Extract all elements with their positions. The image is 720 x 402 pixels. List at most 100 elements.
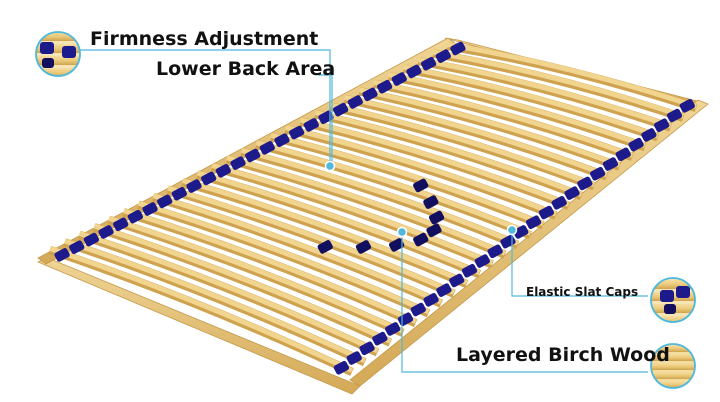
slat-highlight <box>447 42 697 109</box>
slat-highlight <box>432 49 685 119</box>
slat-cap-left <box>54 248 70 262</box>
slat-cap-left <box>347 95 363 109</box>
slat-cap-left <box>391 72 407 86</box>
detail-circle-firmness <box>35 31 81 77</box>
slat-cap-right <box>666 108 683 123</box>
slat <box>63 238 367 367</box>
label-lower-back-area: Lower Back Area <box>156 58 336 80</box>
slat-cap-right <box>410 302 426 317</box>
slat-cap-right <box>564 186 580 200</box>
slat-cap-left <box>157 194 173 209</box>
slat-cap-left <box>69 240 85 255</box>
firmness-adjust-cap <box>413 178 429 193</box>
slat-highlight <box>49 246 354 373</box>
firmness-adjust-cap <box>317 240 333 254</box>
slat-cap-right <box>333 360 350 375</box>
slat-cap-right <box>615 147 631 162</box>
slat-cap-right <box>589 166 606 181</box>
detail-circle-birch-wood <box>650 343 696 389</box>
slat-highlight <box>211 162 494 266</box>
slat-cap-left <box>201 171 217 186</box>
callout-line-elastic <box>511 230 648 297</box>
slat-cap-left <box>406 64 422 79</box>
slat-cap-right <box>525 215 542 230</box>
callout-dot-elastic <box>506 224 518 236</box>
slat-highlight <box>108 215 404 334</box>
slat-cap-left <box>171 186 188 201</box>
detail-circle-elastic-caps <box>650 277 696 323</box>
slat-highlight <box>93 223 392 344</box>
callout-line-firmness <box>80 49 331 165</box>
callout-line-birch <box>401 232 648 373</box>
slat-highlight <box>388 72 646 148</box>
firmness-adjust-cap <box>423 195 439 209</box>
slat-highlight <box>255 140 532 236</box>
firmness-adjust-cap <box>355 240 372 254</box>
slat-highlight <box>285 125 557 217</box>
slat-highlight <box>373 79 634 158</box>
label-layered-birch-wood: Layered Birch Wood <box>456 344 670 366</box>
slat-cap-left <box>113 217 129 232</box>
slat-highlight <box>152 193 443 305</box>
slat-cap-right <box>385 322 401 336</box>
slat-highlight <box>78 231 379 354</box>
firmness-adjust-cap <box>428 210 445 225</box>
slat-cap-left <box>142 202 158 216</box>
slat-cap-right <box>474 254 490 268</box>
slat-cap-left <box>186 179 202 193</box>
slat-highlight <box>270 132 545 227</box>
slat-highlight <box>63 238 366 363</box>
slat-cap-left <box>289 125 305 140</box>
callout-dot-birch <box>396 226 408 238</box>
slat-cap-right <box>359 341 375 356</box>
slat-highlight <box>137 200 430 315</box>
slat-cap-right <box>423 293 439 307</box>
callout-dot-firmness <box>324 160 336 172</box>
slat-highlight <box>314 110 583 197</box>
slat-highlight <box>196 170 481 276</box>
slat-highlight <box>418 57 672 129</box>
slat-cap-left <box>83 232 100 247</box>
slat-highlight <box>329 102 595 188</box>
slat-cap-left <box>259 141 275 155</box>
firmness-adjust-cap <box>426 223 442 238</box>
slat-cap-left <box>230 156 246 170</box>
slat-cap-left <box>420 56 437 71</box>
label-firmness-adjustment: Firmness Adjustment <box>90 28 319 50</box>
slat-cap-left <box>127 209 144 224</box>
slat-cap-left <box>98 225 114 239</box>
slat-highlight <box>344 94 608 178</box>
slat-cap-left <box>450 41 466 56</box>
firmness-adjust-cap <box>413 232 429 247</box>
slat-cap-right <box>577 176 593 191</box>
slat-highlight <box>181 178 468 285</box>
slat-cap-left <box>435 49 451 63</box>
slat-cap-right <box>628 137 644 152</box>
slat-cap-left <box>274 133 290 148</box>
slat-cap-right <box>679 99 695 113</box>
slat-highlight <box>167 185 455 295</box>
slat-highlight <box>240 147 519 246</box>
slats-group <box>48 41 698 376</box>
slat-highlight <box>122 208 417 324</box>
callout-lines <box>80 49 648 373</box>
slat-cap-right <box>449 273 465 288</box>
slat-cap-right <box>641 128 657 142</box>
slat-cap-left <box>245 148 261 163</box>
slat-cap-right <box>436 283 452 297</box>
slat-cap-right <box>602 157 619 171</box>
slat-cap-right <box>461 263 478 278</box>
slat-cap-left <box>303 118 319 132</box>
slat-cap-right <box>346 351 362 365</box>
label-elastic-slat-caps: Elastic Slat Caps <box>526 285 639 299</box>
slat-cap-left <box>215 163 231 178</box>
slat-cap-left <box>332 102 349 117</box>
slat-cap-right <box>538 205 555 220</box>
slat-highlight <box>359 87 621 168</box>
slat-caps-group <box>54 41 695 375</box>
firmness-adjust-cap <box>388 238 405 252</box>
slat-highlight <box>300 117 570 207</box>
slat-highlight <box>403 64 659 139</box>
slat-cap-right <box>654 118 670 133</box>
